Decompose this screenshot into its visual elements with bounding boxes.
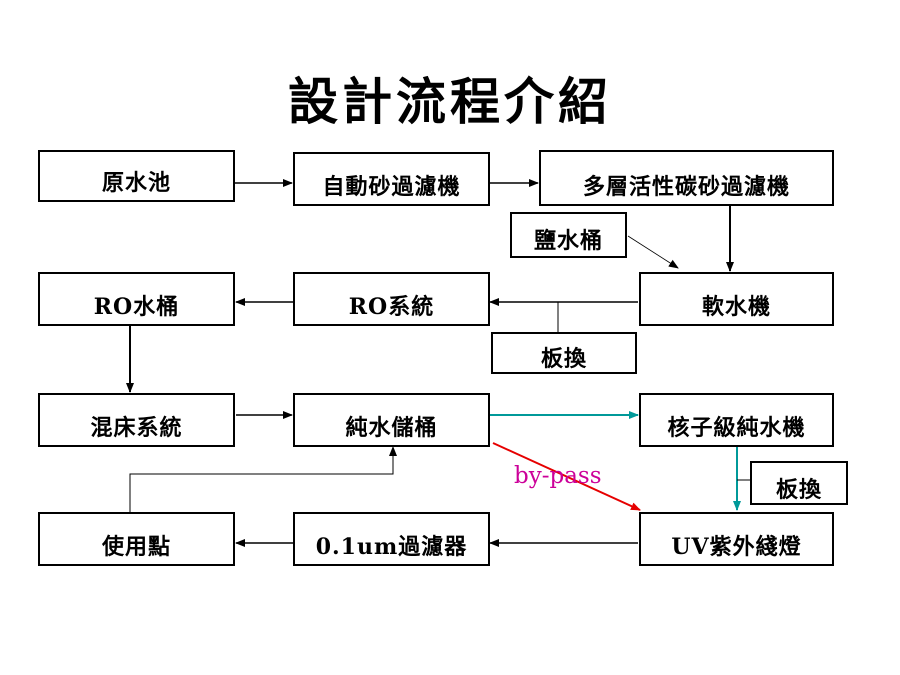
node-water-softener: 軟水機 bbox=[639, 272, 834, 326]
node-label: RO系統 bbox=[348, 294, 435, 320]
node-heat-exchanger-1: 板換 bbox=[491, 332, 637, 374]
node-point-of-use: 使用點 bbox=[38, 512, 235, 566]
node-label: 核子級純水機 bbox=[667, 415, 806, 441]
node-multi-layer-carbon-filter: 多層活性碳砂過濾機 bbox=[539, 150, 834, 206]
node-label: RO水桶 bbox=[93, 294, 180, 320]
node-label: 板換 bbox=[775, 477, 822, 503]
node-label: 鹽水桶 bbox=[533, 228, 603, 254]
node-label: UV紫外綫燈 bbox=[671, 534, 802, 560]
arrow-return-to-storage bbox=[129, 446, 397, 512]
node-micro-filter: 0.1um過濾器 bbox=[293, 512, 490, 566]
node-label: 使用點 bbox=[101, 534, 171, 560]
node-label: 0.1um過濾器 bbox=[315, 534, 468, 560]
node-brine-bucket: 鹽水桶 bbox=[510, 212, 627, 258]
node-raw-water-tank: 原水池 bbox=[38, 150, 235, 202]
node-mixed-bed-system: 混床系統 bbox=[38, 393, 235, 447]
node-ro-system: RO系統 bbox=[293, 272, 490, 326]
node-pure-water-storage: 純水儲桶 bbox=[293, 393, 490, 447]
arrow-brine-to-softener bbox=[627, 235, 679, 269]
page-title: 設計流程介紹 bbox=[288, 72, 612, 131]
node-ro-water-bucket: RO水桶 bbox=[38, 272, 235, 326]
bypass-arrow bbox=[492, 442, 641, 511]
node-label: 軟水機 bbox=[701, 294, 771, 320]
node-uv-lamp: UV紫外綫燈 bbox=[639, 512, 834, 566]
node-label: 板換 bbox=[540, 346, 587, 372]
node-heat-exchanger-2: 板換 bbox=[750, 461, 848, 505]
node-label: 原水池 bbox=[101, 170, 171, 196]
node-nuclear-grade-purifier: 核子級純水機 bbox=[639, 393, 834, 447]
node-label: 純水儲桶 bbox=[345, 415, 438, 441]
bypass-label: by-pass bbox=[514, 463, 602, 489]
node-label: 混床系統 bbox=[90, 415, 183, 441]
node-auto-sand-filter: 自動砂過濾機 bbox=[293, 152, 490, 206]
node-label: 自動砂過濾機 bbox=[322, 174, 461, 200]
node-label: 多層活性碳砂過濾機 bbox=[582, 174, 790, 200]
